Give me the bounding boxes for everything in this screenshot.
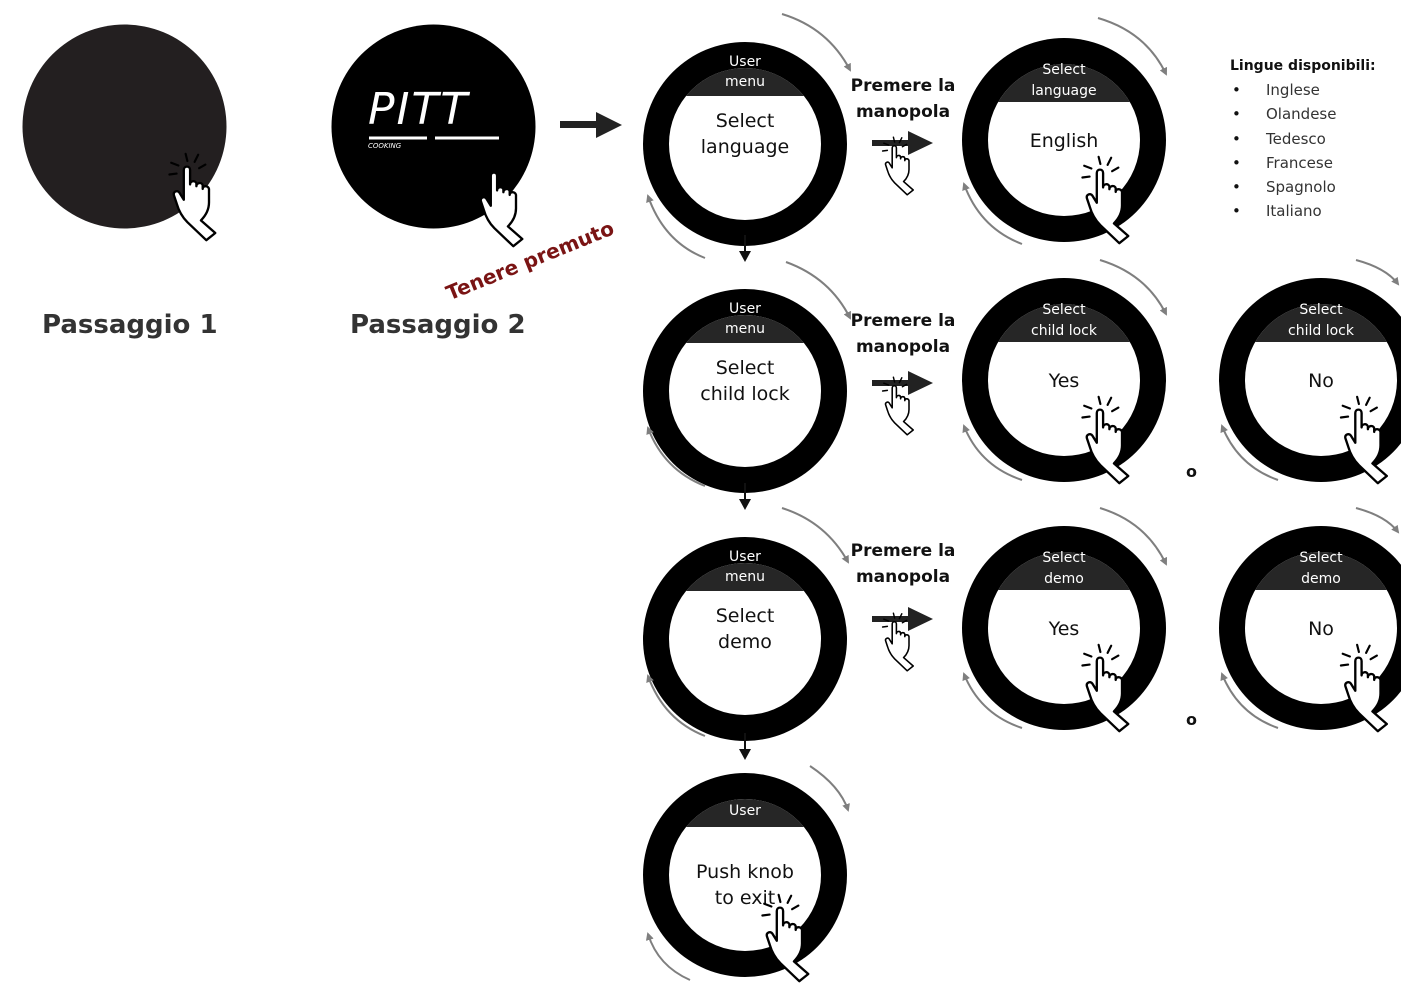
dial-body-line1: Select xyxy=(715,110,775,132)
dial-value: Yes xyxy=(1048,370,1080,392)
dial-header-line2: demo xyxy=(1044,571,1084,587)
language-item: Olandese xyxy=(1230,102,1401,127)
language-item: Italiano xyxy=(1230,199,1401,224)
result-hand-icon xyxy=(1081,155,1130,245)
dial-header-line2: menu xyxy=(725,74,765,90)
pitt-logo-sub: COOKING xyxy=(368,142,402,150)
press-knob-label-row3: Premere la manopola xyxy=(848,538,958,590)
dial-header-line1: Select xyxy=(1299,550,1343,566)
dial-header-line1: User xyxy=(729,301,761,317)
dial-header-line1: Select xyxy=(1299,302,1343,318)
dial-body-line2: language xyxy=(700,136,790,158)
dial-header-line1: User xyxy=(729,54,761,70)
dial-value: English xyxy=(1029,130,1099,152)
press-label-line2: manopola xyxy=(855,567,951,587)
step1-hand-icon xyxy=(168,152,217,242)
menu-dial-demo[interactable]: User menu Select demo xyxy=(643,537,847,741)
dial-header-line1: User xyxy=(729,803,761,819)
language-item: Tedesco xyxy=(1230,127,1401,152)
step2-knob-graphic xyxy=(331,24,536,229)
right-arrow-icon xyxy=(872,607,933,631)
dial-header-line1: Select xyxy=(1042,62,1086,78)
menu-dial-language[interactable]: User menu Select language xyxy=(643,42,847,246)
dial-header-line2: menu xyxy=(725,569,765,585)
language-item: Inglese xyxy=(1230,78,1401,103)
down-arrow-icon xyxy=(739,235,751,262)
step2-label: Passaggio 2 xyxy=(350,310,526,340)
dial-header-line1: Select xyxy=(1042,302,1086,318)
languages-list: Inglese Olandese Tedesco Francese Spagno… xyxy=(1230,78,1401,224)
step1-knob xyxy=(22,24,227,229)
result-hand-icon xyxy=(1339,643,1388,733)
languages-panel: Lingue disponibili: Inglese Olandese Ted… xyxy=(1230,58,1401,224)
dial-header-line2: demo xyxy=(1301,571,1341,587)
pitt-logo: PITT xyxy=(368,84,470,135)
press-label-line2: manopola xyxy=(855,102,951,122)
or-label-child-lock: o xyxy=(1186,462,1197,481)
press-hand-icon xyxy=(881,376,914,436)
dial-body-line2: to exit xyxy=(714,887,776,909)
exit-hand-icon xyxy=(761,893,810,983)
step2-knob xyxy=(331,24,536,229)
step2-hand-icon xyxy=(475,158,524,248)
dial-body-line1: Select xyxy=(715,357,775,379)
step1-label: Passaggio 1 xyxy=(42,310,218,340)
languages-title: Lingue disponibili: xyxy=(1230,58,1376,74)
press-label-line1: Premere la xyxy=(850,541,956,561)
dial-value: No xyxy=(1308,370,1334,392)
dial-value: No xyxy=(1308,618,1334,640)
menu-dial-exit[interactable]: User menu Push knob to exit xyxy=(643,773,847,977)
down-arrow-icon xyxy=(739,483,751,510)
press-label-line2: manopola xyxy=(855,337,951,357)
menu-dial-child-lock[interactable]: User menu Select child lock xyxy=(643,289,847,493)
dial-body-line1: Push knob xyxy=(696,861,794,883)
result-hand-icon xyxy=(1081,395,1130,485)
language-item: Spagnolo xyxy=(1230,175,1401,200)
result-hand-icon xyxy=(1081,643,1130,733)
dial-body-line1: Select xyxy=(715,605,775,627)
right-arrow-icon xyxy=(872,131,933,155)
dial-header-line1: User xyxy=(729,549,761,565)
right-arrow-icon xyxy=(872,371,933,395)
dial-header-line2: language xyxy=(1031,83,1097,99)
result-hand-icon xyxy=(1339,395,1388,485)
press-hand-icon xyxy=(881,612,914,672)
dial-header-line2: menu xyxy=(725,321,765,337)
dial-header-line2: menu xyxy=(725,824,765,840)
right-arrow-icon xyxy=(560,112,622,138)
press-knob-label-row1: Premere la manopola xyxy=(848,73,958,125)
step1-knob-graphic xyxy=(22,24,227,229)
press-hand-icon xyxy=(881,136,914,196)
dial-ring xyxy=(643,773,847,977)
dial-body-line2: demo xyxy=(718,631,772,653)
press-knob-label-row2: Premere la manopola xyxy=(848,308,958,360)
dial-header-line1: Select xyxy=(1042,550,1086,566)
dial-header-line2: child lock xyxy=(1288,323,1354,339)
language-item: Francese xyxy=(1230,151,1401,176)
down-arrow-icon xyxy=(739,733,751,760)
dial-header-line2: child lock xyxy=(1031,323,1097,339)
or-label-demo: o xyxy=(1186,710,1197,729)
press-label-line1: Premere la xyxy=(850,76,956,96)
dial-body-line2: child lock xyxy=(700,383,790,405)
dial-value: Yes xyxy=(1048,618,1080,640)
press-label-line1: Premere la xyxy=(850,311,956,331)
dial-ring xyxy=(643,42,847,246)
